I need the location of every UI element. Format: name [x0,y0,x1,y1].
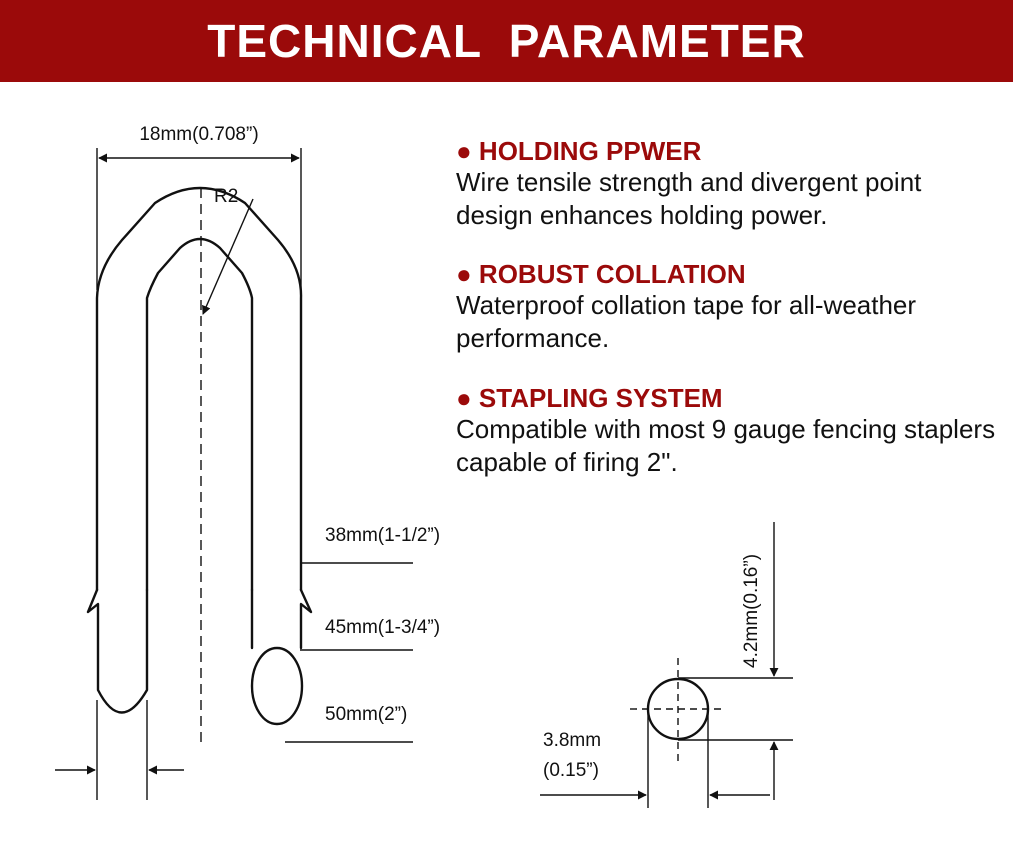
radius-label: R2 [214,186,238,207]
section-width-label-line1: 3.8mm [543,730,601,751]
length-leaders [285,562,413,743]
width-dimension [96,148,302,290]
feature-title: ● STAPLING SYSTEM [456,383,723,413]
radius-leader [202,198,254,315]
section-height-label: 4.2mm(0.16”) [741,554,762,668]
section-dimension-lines [540,522,793,808]
section-axes [630,658,725,765]
feature-title: ● ROBUST COLLATION [456,259,746,289]
feature-stapling-system: ● STAPLING SYSTEM Compatible with most 9… [456,383,996,479]
page-title: TECHNICAL PARAMETER [207,15,806,67]
feature-title: ● HOLDING PPWER [456,136,702,166]
section-width-label-line2: (0.15”) [543,760,599,781]
wire-thickness-dimension [55,700,184,800]
leg-end-section [250,646,304,726]
feature-body: Waterproof collation tape for all-weathe… [456,290,917,353]
length-label-38mm: 38mm(1-1/2”) [325,525,440,546]
width-label: 18mm(0.708”) [139,124,258,145]
feature-holding-power: ● HOLDING PPWER Wire tensile strength an… [456,136,996,232]
feature-robust-collation: ● ROBUST COLLATION Waterproof collation … [456,259,996,355]
feature-body: Compatible with most 9 gauge fencing sta… [456,414,996,477]
length-label-50mm: 50mm(2”) [325,704,407,725]
header-banner: TECHNICAL PARAMETER [0,0,1013,82]
feature-body: Wire tensile strength and divergent poin… [456,167,922,230]
staple-outline [86,186,313,714]
length-label-45mm: 45mm(1-3/4”) [325,617,440,638]
